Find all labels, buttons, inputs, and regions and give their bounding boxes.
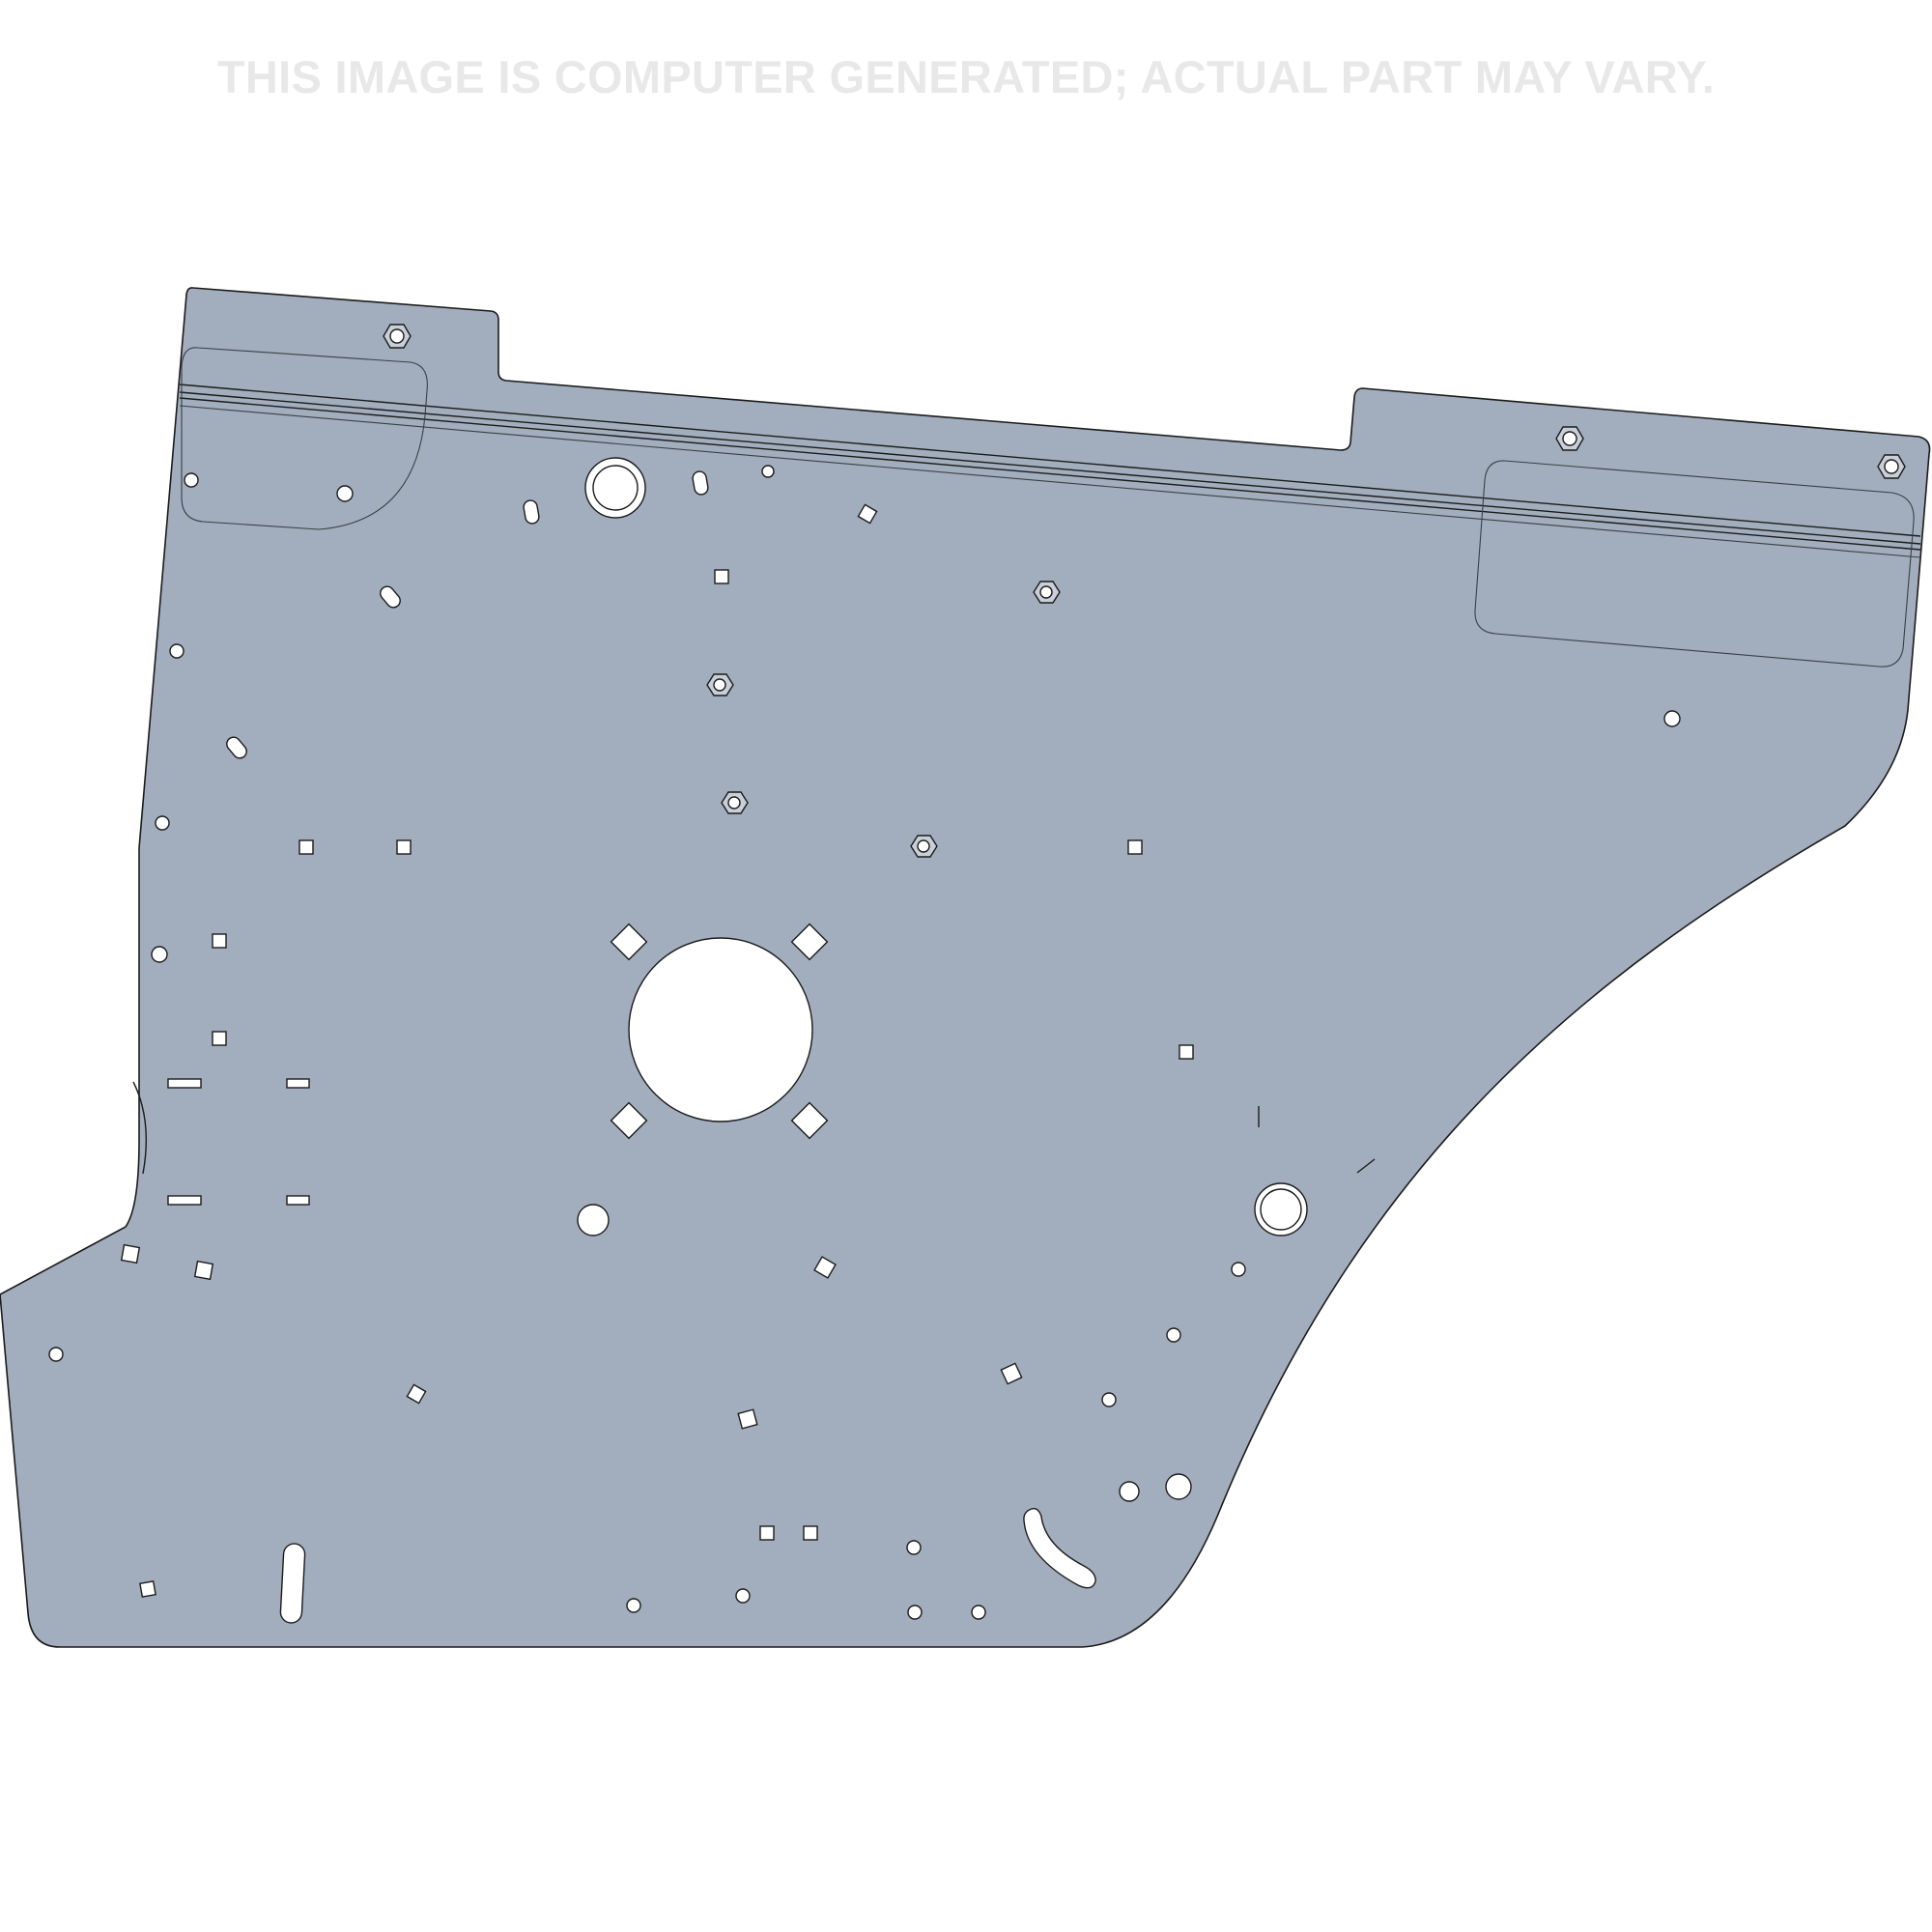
right-pocket-outline	[1474, 460, 1915, 668]
reference-marks	[1258, 1106, 1376, 1174]
center-large-hole	[628, 937, 813, 1122]
disclaimer-text: THIS IMAGE IS COMPUTER GENERATED; ACTUAL…	[216, 51, 1716, 102]
small-square-holes	[120, 503, 1194, 1598]
center-square-holes	[610, 923, 829, 1140]
weld-nuts	[383, 324, 1906, 858]
small-round-holes	[48, 465, 1681, 1620]
top-flange-fold	[179, 384, 1921, 558]
slotted-holes	[226, 470, 709, 1624]
left-pocket-outline	[181, 347, 428, 530]
rectangular-slots	[167, 1078, 310, 1206]
left-edge-curve	[132, 1081, 147, 1175]
door-panel-outline	[0, 287, 1931, 1648]
curved-slot	[1023, 1507, 1096, 1589]
grommet-holes	[577, 457, 1308, 1236]
